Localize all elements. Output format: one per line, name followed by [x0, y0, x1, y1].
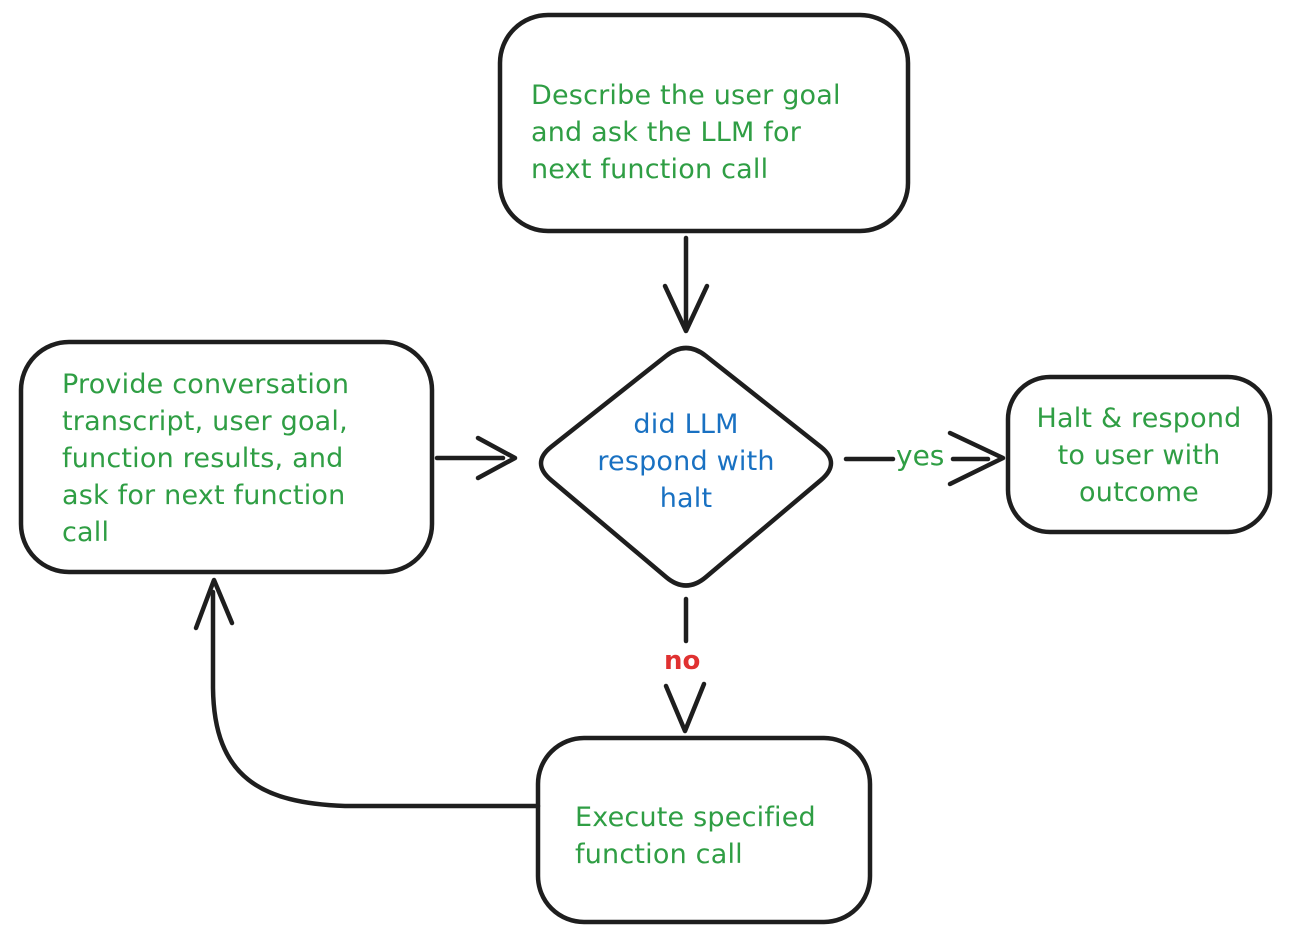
edge-describe-to-decision-arrow [662, 235, 710, 334]
node-describe-goal-text: Describe the user goal and ask the LLM f… [531, 80, 841, 185]
node-halt-respond-text: Halt & respond to user with outcome [1036, 403, 1242, 508]
node-provide-context-shape [18, 339, 435, 575]
node-execute-call-shape [535, 735, 873, 925]
node-halt-respond-shape [1005, 374, 1273, 535]
node-describe-goal-shape [497, 12, 911, 234]
edge-label-yes: yes [896, 439, 945, 472]
edge-decision-to-halt-arrow [843, 430, 1006, 487]
node-execute-call-text: Execute specified function call [575, 802, 816, 870]
edge-label-no: no [664, 646, 701, 676]
node-halt-decision-text: did LLM respond with halt [597, 409, 775, 514]
edge-decision-to-execute-arrow [663, 596, 707, 734]
node-halt-decision-shape [538, 345, 834, 588]
edge-execute-to-provide-arrow [193, 577, 541, 809]
node-provide-context-text: Provide conversation transcript, user go… [62, 369, 350, 548]
edge-provide-to-decision-arrow [434, 435, 518, 481]
